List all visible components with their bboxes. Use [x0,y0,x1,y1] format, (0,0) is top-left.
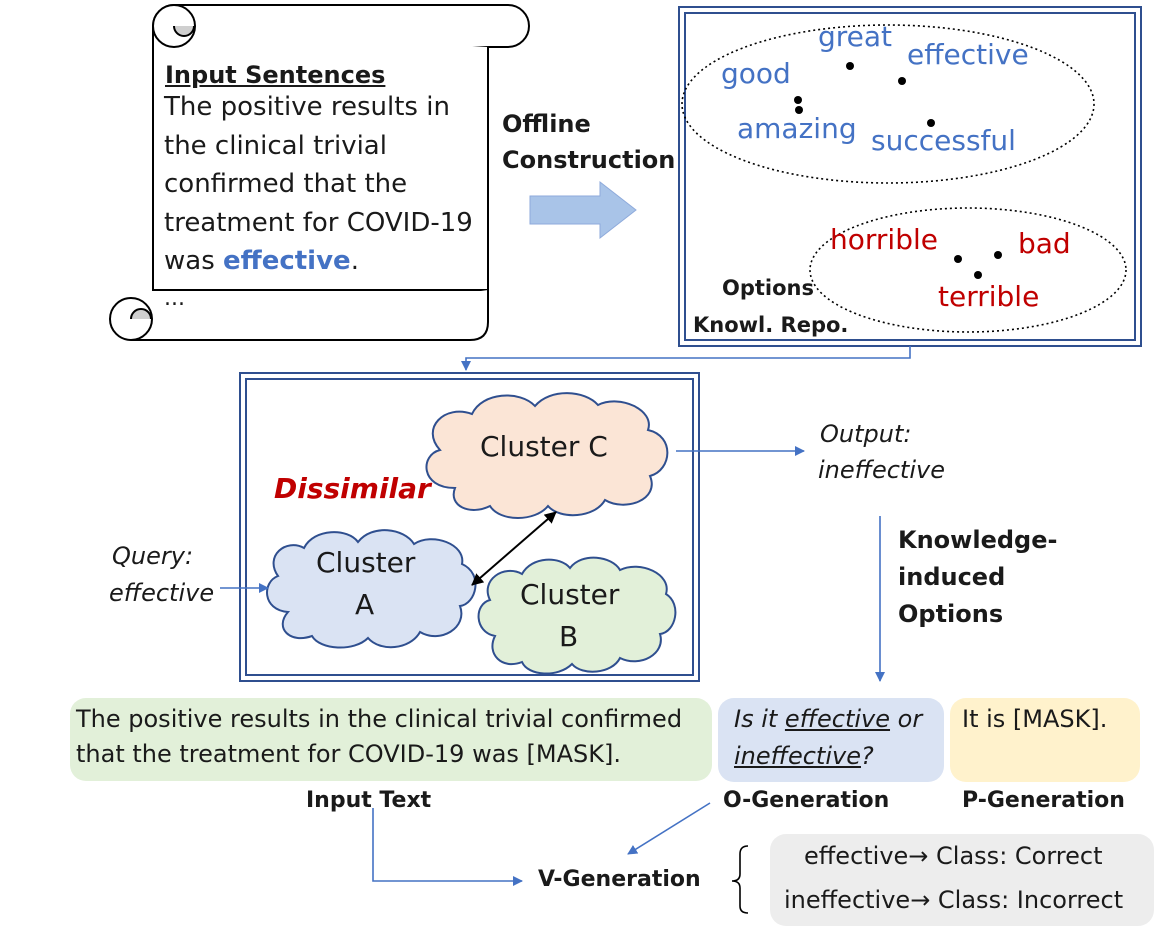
knowledge-label-3: Options [898,600,1004,628]
word-bad: bad [1018,227,1071,260]
cluster-c-label: Cluster C [480,430,608,463]
word-successful: successful [871,124,1016,157]
o-generation-line-1: Is it effective or [734,705,922,733]
offline-label-1: Offline [502,110,591,138]
cluster-box-frame [239,372,700,682]
knowledge-label-2: induced [898,563,1006,591]
dissimilar-arrow [471,511,557,586]
offline-label-2: Construction [502,146,676,174]
o-question-mark: ? [860,742,874,770]
word-amazing: amazing [737,112,857,145]
mapping-line-1: effective→ Class: Correct [804,842,1103,870]
word-horrible: horrible [830,223,938,256]
o-to-v-arrow [627,802,711,855]
word-good: good [721,57,791,90]
output-label-1: Output: [820,420,912,448]
p-generation-label: P-Generation [962,788,1125,813]
o-generation-box [718,698,944,782]
mapping-box [770,834,1154,926]
o-word-effective: effective [784,705,891,733]
input-to-v-arrow [372,808,523,886]
input-text-label: Input Text [306,788,432,813]
word-great: great [818,20,893,53]
p-generation-text: It is [MASK]. [962,705,1108,733]
input-text-box [70,698,712,781]
mapping-brace [731,845,749,914]
word-points [794,62,1002,279]
scroll-line-1: The positive results in [164,92,450,122]
scroll-shape [109,4,530,341]
o-word-ineffective: ineffective [734,742,861,770]
cluster-b-label-2: B [559,620,579,653]
input-text-line-1: The positive results in the clinical tri… [76,705,683,733]
knowledge-label-1: Knowledge- [898,526,1058,554]
word-terrible: terrible [938,280,1040,313]
scroll-ellipsis: ... [164,286,185,311]
o-is-it: Is it [734,705,785,733]
query-label-1: Query: [112,542,194,570]
repo-label-1: Options [722,276,814,300]
offline-construction-arrow [529,180,637,240]
o-generation-label: O-Generation [723,788,890,813]
scroll-last-suffix: . [350,246,359,276]
query-label-2: effective [109,579,215,607]
scroll-line-5: was effective. [164,242,359,281]
scroll-line-2: the clinical trivial [164,131,387,161]
output-label-2: ineffective [818,456,945,484]
scroll-line-3: confirmed that the [164,169,408,199]
scroll-line-4: treatment for COVID-19 [164,208,473,238]
mapping-line-2: ineffective→ Class: Incorrect [784,886,1124,914]
v-generation-label: V-Generation [538,867,701,892]
negative-words-ellipse [809,207,1127,333]
word-effective: effective [907,38,1029,71]
repo-label-2: Knowl. Repo. [693,313,849,337]
o-generation-line-2: ineffective? [734,742,874,770]
scroll-last-prefix: was [164,246,224,276]
scroll-keyword: effective [223,246,351,276]
input-text-line-2: that the treatment for COVID-19 was [MAS… [76,740,621,768]
cluster-a-cloud [266,529,477,649]
p-generation-box [950,698,1140,782]
o-or: or [890,705,923,733]
positive-words-ellipse [681,24,1095,184]
cluster-b-cloud [477,556,677,675]
dissimilar-label: Dissimilar [274,472,431,505]
cluster-b-label-1: Cluster [520,578,620,611]
scroll-title: Input Sentences [165,61,386,89]
cluster-a-label-1: Cluster [316,546,416,579]
repo-to-cluster-arrow [461,346,911,371]
cluster-a-label-2: A [355,588,375,621]
